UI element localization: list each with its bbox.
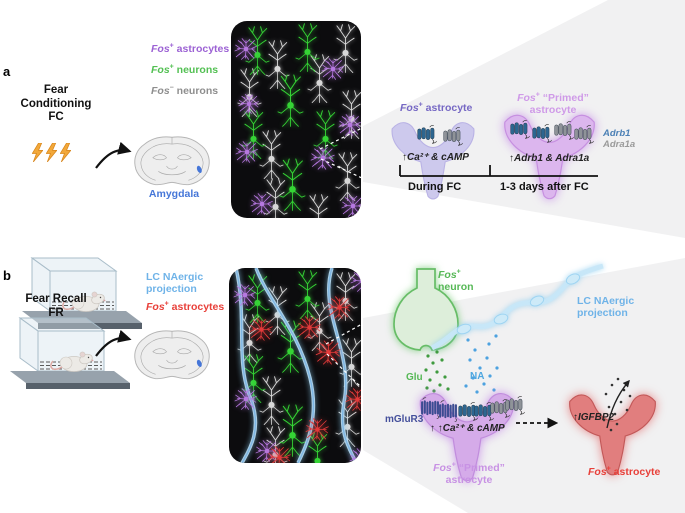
timeline-phase2: 1-3 days after FC — [500, 181, 589, 193]
shock-bolt-icon — [46, 143, 57, 162]
arrow-mouse-to-brain-a — [95, 141, 132, 169]
legend-fos-negative-neurons: Fos− neurons — [151, 84, 219, 98]
igfbp2-release-arrow — [606, 379, 630, 429]
legend-fos-astrocytes-red: Fos+ astrocytes — [146, 300, 225, 314]
zoom-diagram-b — [393, 263, 656, 482]
brain-section-b — [134, 330, 210, 380]
zoom-diagram-a — [391, 114, 598, 200]
fos-astrocyte-red-label: Fos+ astrocyte — [588, 465, 661, 479]
fos-astrocyte-label-a: Fos+ astrocyte — [400, 101, 473, 115]
panel-b-title: Fear Recall FR — [8, 293, 104, 320]
brain-section-a — [134, 136, 210, 186]
panel-b-label: b — [3, 268, 11, 283]
title-line: Fear — [43, 84, 69, 96]
legend-fos-astrocytes: Fos+ astrocytes — [151, 42, 230, 56]
panel-a-label: a — [3, 64, 11, 79]
adra1a-label: Adra1a — [603, 139, 636, 150]
naergic-axon — [430, 263, 604, 351]
na-fibers — [234, 268, 358, 463]
glu-label: Glu — [406, 372, 423, 383]
synapse-terminal — [393, 268, 459, 351]
adrb1-label: Adrb1 — [603, 128, 631, 139]
noradrenaline-dots — [464, 334, 499, 394]
igfbp2-dots — [602, 377, 632, 432]
title-line: Fear Recall — [25, 293, 87, 305]
primed-astrocyte-label-b: Fos+ “Primed” astrocyte — [433, 461, 505, 487]
timeline-axis — [399, 165, 598, 177]
primed-astrocyte-label-a: Fos+ “Primed” astrocyte — [517, 91, 589, 117]
astrocyte1-effect: ↑Ca²⁺ & cAMP — [402, 152, 469, 163]
title-line: FR — [48, 306, 64, 319]
igfbp2-label: ↑IGFBP2 — [573, 412, 615, 423]
timeline-phase1: During FC — [408, 181, 462, 193]
micrograph-b — [229, 268, 363, 463]
callout-lines-b — [325, 323, 363, 389]
panel-a-title: Fear Conditioning FC — [8, 84, 104, 125]
legend-fos-neurons: Fos+ neurons — [151, 63, 219, 77]
micrograph-a — [231, 21, 363, 218]
primed-astrocyte-effect: ↑ ↑Ca²⁺ & cAMP — [430, 423, 505, 434]
shock-bolt-icon — [32, 143, 43, 162]
callout-lines-a — [319, 127, 363, 179]
arrow-mouse-to-brain-b — [95, 329, 132, 357]
lc-projection-label: LC NAergic projection — [577, 295, 635, 320]
astrocyte2-effect: ↑Adrb1 & Adra1a — [509, 153, 590, 164]
mglur3-label: mGluR3 — [385, 414, 424, 425]
legend-lc-projection: LC NAergic projection — [146, 271, 204, 296]
glutamate-dots — [424, 350, 450, 393]
na-label: NA — [470, 371, 485, 382]
amygdala-label: Amygdala — [148, 188, 200, 200]
fos-neuron-label: Fos+ neuron — [438, 268, 474, 294]
title-line: FC — [48, 111, 64, 124]
shock-bolt-icon — [60, 143, 71, 162]
title-line: Conditioning — [20, 97, 92, 110]
